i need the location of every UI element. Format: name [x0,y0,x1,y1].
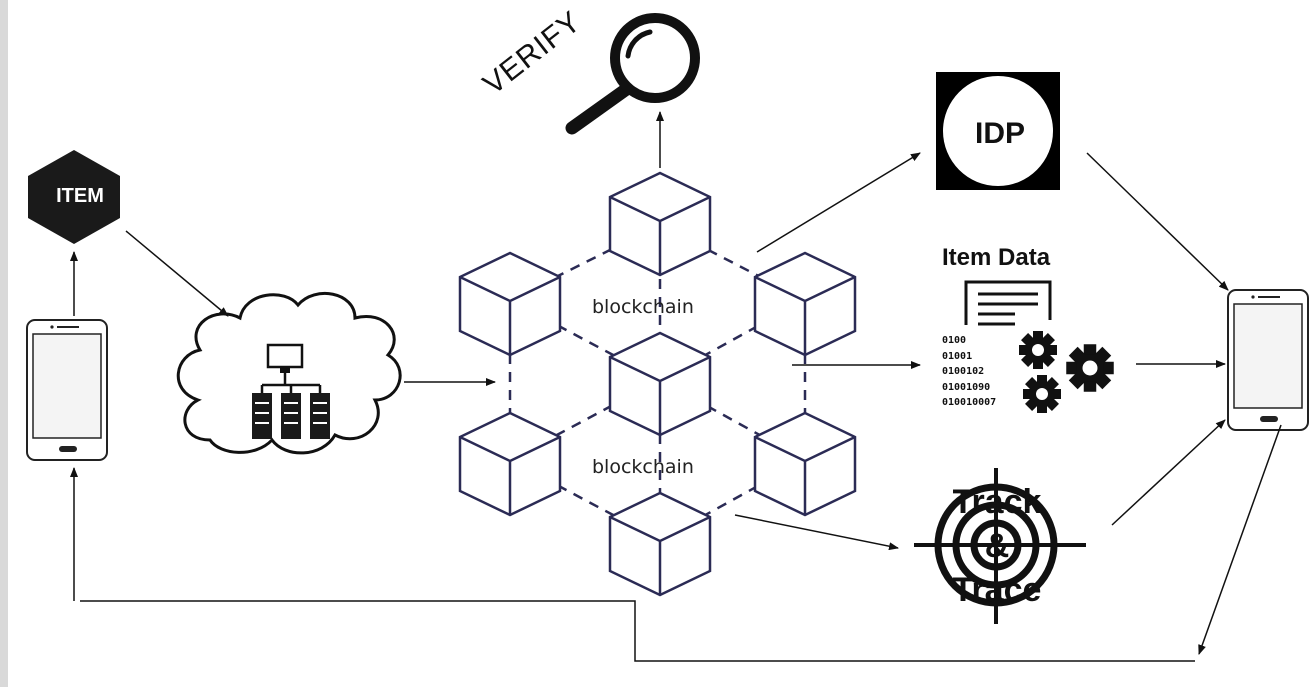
left-edge-border [0,0,8,687]
item-hexagon-icon [28,150,120,244]
blockchain-cube-upper-right [753,251,857,357]
gear-icon [1019,331,1057,369]
trace-label: Trace [952,571,1042,609]
binary-line: 0100102 [942,366,985,377]
track-and-trace-label: Track & Trace [922,480,1072,612]
flow-arrows [70,111,1282,662]
blockchain-cube-lower-right [753,411,857,517]
magnifying-glass-icon [565,13,700,135]
binary-line: 01001090 [942,381,991,393]
binary-line: 0100 [942,335,967,346]
gear-icon [1023,375,1061,413]
binary-line: 01001 [942,350,973,362]
idp-icon [936,72,1060,190]
track-label: Track [952,483,1042,521]
blockchain-cube-center [608,331,712,437]
blockchain-cube-lower-left [458,411,562,517]
item-data-title: Item Data [942,244,1051,271]
blockchain-label-bottom: blockchain [592,456,694,478]
ampersand-label: & [984,527,1010,565]
cloud-server-icon [176,291,402,455]
blockchain-cube-upper-left [458,251,562,357]
blockchain-label-top: blockchain [592,296,694,318]
binary-data-block: 0100 01001 0100102 01001090 010010007 [942,333,996,411]
idp-label: IDP [974,117,1025,150]
blockchain-cube-bottom [608,491,712,597]
item-label: ITEM [56,185,104,207]
target-icon [914,468,1086,624]
smartphone-right-icon [1227,289,1309,431]
binary-line: 010010007 [942,397,997,408]
smartphone-left-icon [26,319,108,461]
gear-icon [1066,344,1114,392]
blockchain-cube-top [608,171,712,277]
item-data-icon [964,280,1052,326]
